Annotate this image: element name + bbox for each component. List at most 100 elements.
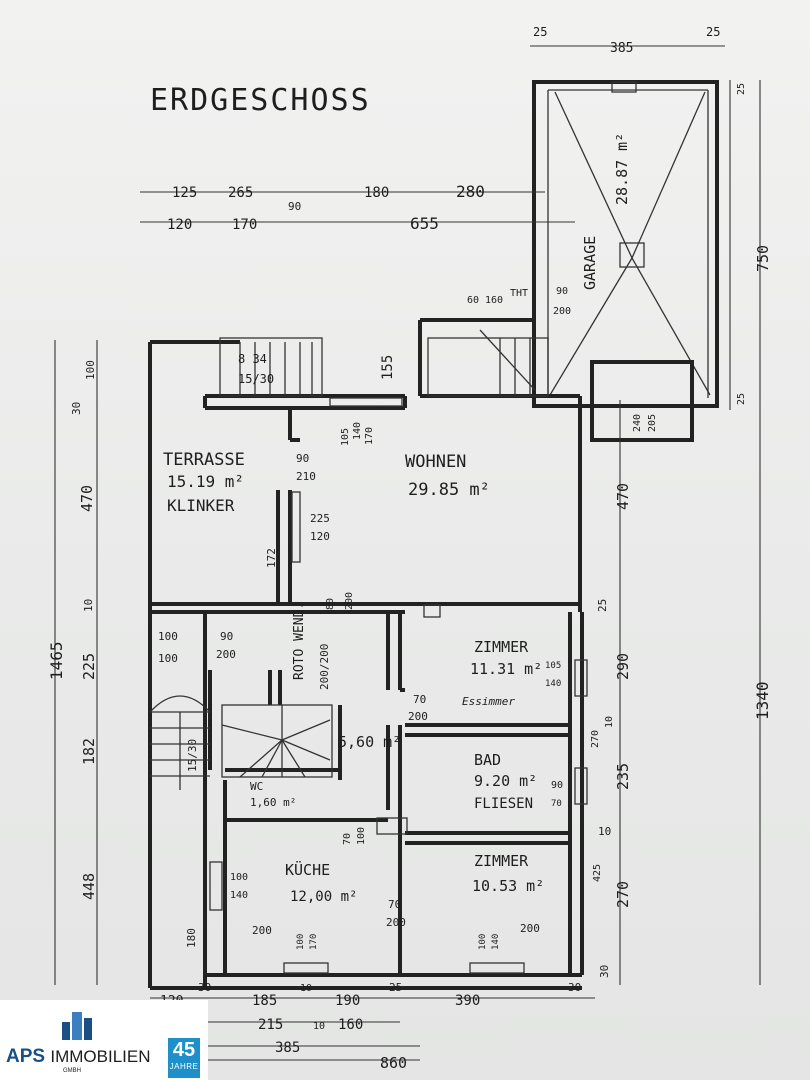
dim-g205: 205 bbox=[647, 414, 658, 432]
dim-r-10b: 10 bbox=[598, 825, 611, 838]
dim-d70: 70 bbox=[413, 693, 426, 706]
badge-label: JAHRE bbox=[169, 1062, 199, 1071]
dim-l-10: 10 bbox=[82, 599, 95, 612]
stair-left-dim: 15/30 bbox=[186, 739, 199, 772]
dim-l-448: 448 bbox=[80, 873, 98, 900]
dim-170: 170 bbox=[364, 427, 375, 445]
dim-105: 105 bbox=[340, 428, 351, 446]
bad-floor: FLIESEN bbox=[474, 796, 533, 812]
wohnen-label: WOHNEN bbox=[405, 452, 466, 472]
dim-225: 225 bbox=[310, 512, 330, 525]
dim-r-25: 25 bbox=[596, 599, 609, 612]
zimmer2-area: 10.53 m² bbox=[472, 877, 544, 895]
dim-f_100: 100 bbox=[158, 652, 178, 665]
dim-140: 140 bbox=[352, 422, 363, 440]
dim-r-235: 235 bbox=[614, 763, 632, 790]
stair-label: ROTO WEND. bbox=[292, 602, 307, 680]
zimmer1-area: 11.31 m² bbox=[470, 660, 542, 678]
dim-l-100: 100 bbox=[84, 360, 97, 380]
dim-z105: 105 bbox=[545, 661, 561, 671]
dim-r-290: 290 bbox=[614, 653, 632, 680]
logo-brand: APS bbox=[6, 1046, 46, 1067]
dim-k100b: 100 bbox=[296, 934, 306, 950]
dim-l-180: 180 bbox=[185, 928, 198, 948]
dim-z140: 140 bbox=[545, 679, 561, 689]
stair-top-dim: 8 34 bbox=[238, 352, 267, 366]
dim-b-30a: 30 bbox=[198, 981, 211, 994]
dim-r-270: 270 bbox=[590, 730, 601, 748]
badge-years: 45 bbox=[172, 1039, 196, 1061]
dim-d200: 200 bbox=[408, 710, 428, 723]
dim-l-470: 470 bbox=[78, 485, 96, 512]
dim-garage-width: 385 bbox=[610, 41, 633, 56]
bad-label: BAD bbox=[474, 751, 501, 769]
dim-r1-2: 90 bbox=[288, 200, 301, 213]
dim-r2-0: 120 bbox=[167, 217, 192, 233]
dim-172: 172 bbox=[265, 548, 278, 568]
garage-area: 28.87 m² bbox=[613, 133, 631, 205]
essen-note: Essimmer bbox=[462, 695, 515, 708]
dim-r-garage-top: 25 bbox=[736, 83, 747, 95]
stair-elements bbox=[149, 329, 694, 790]
dim-200w: 200 bbox=[344, 592, 355, 610]
dim-l-30: 30 bbox=[70, 402, 83, 415]
dim-r-garage-len: 750 bbox=[754, 245, 772, 272]
dim-r-10a: 10 bbox=[604, 716, 615, 728]
dim-120: 120 bbox=[310, 530, 330, 543]
dim-b-25: 25 bbox=[389, 981, 402, 994]
dim-r-30: 30 bbox=[598, 965, 611, 978]
dim-k170: 170 bbox=[309, 934, 319, 950]
dim-z200: 200 bbox=[520, 922, 540, 935]
dim-r-425: 425 bbox=[592, 864, 603, 882]
dim-g200: 200 bbox=[553, 306, 571, 317]
dim-g160: 160 bbox=[485, 295, 503, 306]
dim-k100: 100 bbox=[230, 872, 248, 883]
terrasse-floor: KLINKER bbox=[167, 496, 235, 515]
bad-area: 9.20 m² bbox=[474, 772, 537, 790]
dim-b-860: 860 bbox=[380, 1054, 407, 1072]
dim-l-182: 182 bbox=[80, 738, 98, 765]
logo-wordmark: APS IMMOBILIEN bbox=[6, 1046, 150, 1068]
dim-k140: 140 bbox=[230, 890, 248, 901]
kueche-area: 12,00 m² bbox=[290, 889, 357, 905]
dim-80: 80 bbox=[325, 598, 336, 610]
dim-c70: 70 bbox=[342, 833, 353, 845]
plan-title: ERDGESCHOSS bbox=[150, 83, 371, 118]
dim-g240: 240 bbox=[632, 414, 643, 432]
terrasse-area: 15.19 m² bbox=[167, 472, 244, 491]
kueche-label: KÜCHE bbox=[285, 860, 330, 879]
dim-g60: 60 bbox=[467, 295, 479, 306]
dim-r-470: 470 bbox=[614, 483, 632, 510]
dim-b-385: 385 bbox=[275, 1040, 300, 1056]
dim-r2-2: 655 bbox=[410, 214, 439, 233]
dim-g90: 90 bbox=[556, 286, 568, 297]
dim-l-total: 1465 bbox=[47, 641, 66, 680]
dim-k70: 70 bbox=[388, 898, 401, 911]
dim-f100: 100 bbox=[158, 630, 178, 643]
dim-f90: 90 bbox=[220, 630, 233, 643]
dimension-lines bbox=[54, 45, 761, 1061]
dim-tht: THT bbox=[510, 288, 528, 299]
stair-size: 200/200 bbox=[318, 644, 331, 690]
dim-k200: 200 bbox=[252, 924, 272, 937]
dim-f200: 200 bbox=[216, 648, 236, 661]
dim-b-160: 160 bbox=[338, 1017, 363, 1033]
dim-r-total: 1340 bbox=[753, 681, 772, 720]
dim-z140b: 140 bbox=[491, 934, 501, 950]
dim-b-215: 215 bbox=[258, 1017, 283, 1033]
windows bbox=[209, 397, 588, 974]
dim-b-30b: 30 bbox=[568, 981, 581, 994]
dim-r-garage-bot: 25 bbox=[736, 393, 747, 405]
stair-top-dim2: 15/30 bbox=[238, 372, 274, 386]
dim-r-270b: 270 bbox=[614, 881, 632, 908]
dim-t90: 90 bbox=[296, 452, 309, 465]
zimmer1-label: ZIMMER bbox=[474, 638, 529, 656]
zimmer2-label: ZIMMER bbox=[474, 852, 529, 870]
dim-b-190: 190 bbox=[335, 993, 360, 1009]
anniversary-badge: 45 JAHRE bbox=[168, 1038, 200, 1078]
dim-r1-0: 125 bbox=[172, 185, 197, 201]
dim-r2-1: 170 bbox=[232, 217, 257, 233]
building-icon bbox=[62, 1012, 92, 1040]
